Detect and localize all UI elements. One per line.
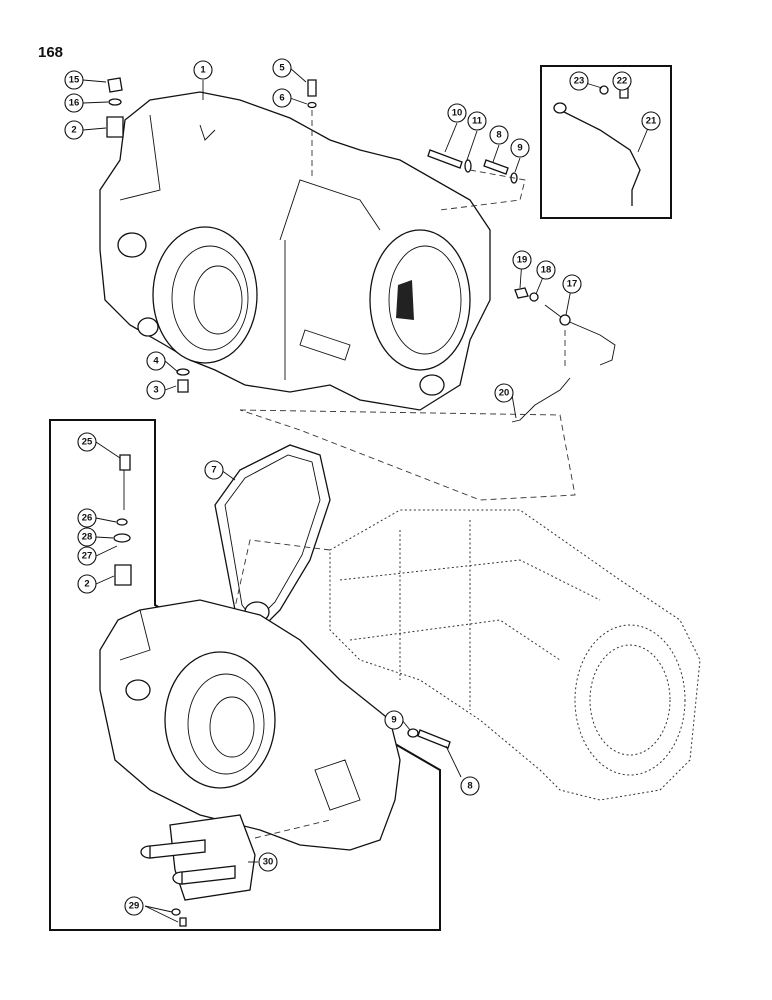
callout-7: 7 [204, 460, 224, 480]
plugs-29 [171, 908, 187, 927]
svg-text:2: 2 [71, 125, 76, 136]
callout-29: 29 [124, 896, 144, 916]
callout-2-lower: 2 [77, 574, 97, 594]
cover-plate-30 [140, 814, 331, 901]
callout-25: 25 [77, 432, 97, 452]
callout-9-lower: 9 [384, 710, 404, 730]
page-number: 168 [38, 44, 64, 61]
svg-text:4: 4 [153, 356, 159, 367]
callout-6: 6 [272, 88, 292, 108]
svg-text:22: 22 [617, 76, 628, 87]
bolt-8-9-lower [407, 728, 451, 749]
svg-text:16: 16 [69, 98, 80, 109]
callout-1: 1 [193, 60, 213, 80]
svg-text:9: 9 [517, 143, 522, 154]
svg-text:2: 2 [84, 579, 89, 590]
callout-19: 19 [512, 250, 532, 270]
oil-lines-17-20 [511, 287, 616, 423]
svg-text:8: 8 [467, 781, 472, 792]
transmission-dotted [229, 509, 701, 801]
callout-17: 17 [562, 274, 582, 294]
callout-30: 30 [258, 852, 278, 872]
svg-text:5: 5 [279, 63, 285, 74]
dashed-outline [239, 409, 576, 501]
svg-text:1: 1 [200, 65, 206, 76]
svg-text:19: 19 [517, 255, 528, 266]
oil-line-21 [553, 85, 641, 206]
callout-4: 4 [146, 351, 166, 371]
callout-28: 28 [77, 527, 97, 547]
callout-10: 10 [447, 103, 467, 123]
svg-text:10: 10 [452, 108, 463, 119]
svg-text:26: 26 [82, 513, 93, 524]
callout-22: 22 [612, 71, 632, 91]
callout-9: 9 [510, 138, 530, 158]
inset-box-oil-line [540, 65, 672, 219]
svg-text:17: 17 [567, 279, 578, 290]
svg-text:15: 15 [69, 75, 80, 86]
callout-5: 5 [272, 58, 292, 78]
callout-8: 8 [489, 125, 509, 145]
svg-text:29: 29 [129, 901, 140, 912]
callout-2: 2 [64, 120, 84, 140]
callout-27: 27 [77, 546, 97, 566]
callout-21: 21 [641, 111, 661, 131]
svg-text:3: 3 [153, 385, 158, 396]
svg-text:20: 20 [499, 388, 510, 399]
callout-11: 11 [467, 111, 487, 131]
svg-text:8: 8 [496, 130, 501, 141]
callout-26: 26 [77, 508, 97, 528]
callout-23: 23 [569, 71, 589, 91]
gasket-7 [214, 444, 331, 626]
callout-8-lower: 8 [460, 776, 480, 796]
callout-16: 16 [64, 93, 84, 113]
svg-text:25: 25 [82, 437, 93, 448]
plug-3-4 [176, 368, 190, 393]
callout-20: 20 [494, 383, 514, 403]
inset-box-alternate-housing [49, 419, 441, 931]
svg-text:6: 6 [279, 93, 284, 104]
svg-text:27: 27 [82, 551, 93, 562]
svg-text:9: 9 [391, 715, 396, 726]
bolts-8-9-10-11 [427, 149, 526, 211]
svg-text:23: 23 [574, 76, 585, 87]
callout-15: 15 [64, 70, 84, 90]
svg-text:21: 21 [646, 116, 657, 127]
svg-text:28: 28 [82, 532, 93, 543]
callout-3: 3 [146, 380, 166, 400]
dipstick-assembly-lower [113, 454, 132, 586]
transmission-housing-alternate [99, 599, 401, 851]
svg-text:18: 18 [541, 265, 552, 276]
dipstick-assembly-top [106, 77, 124, 138]
svg-text:11: 11 [472, 116, 483, 127]
callout-18: 18 [536, 260, 556, 280]
svg-text:30: 30 [263, 857, 274, 868]
svg-text:7: 7 [211, 465, 216, 476]
bolt-and-washer-5-6 [307, 79, 317, 178]
transmission-housing [99, 91, 491, 411]
